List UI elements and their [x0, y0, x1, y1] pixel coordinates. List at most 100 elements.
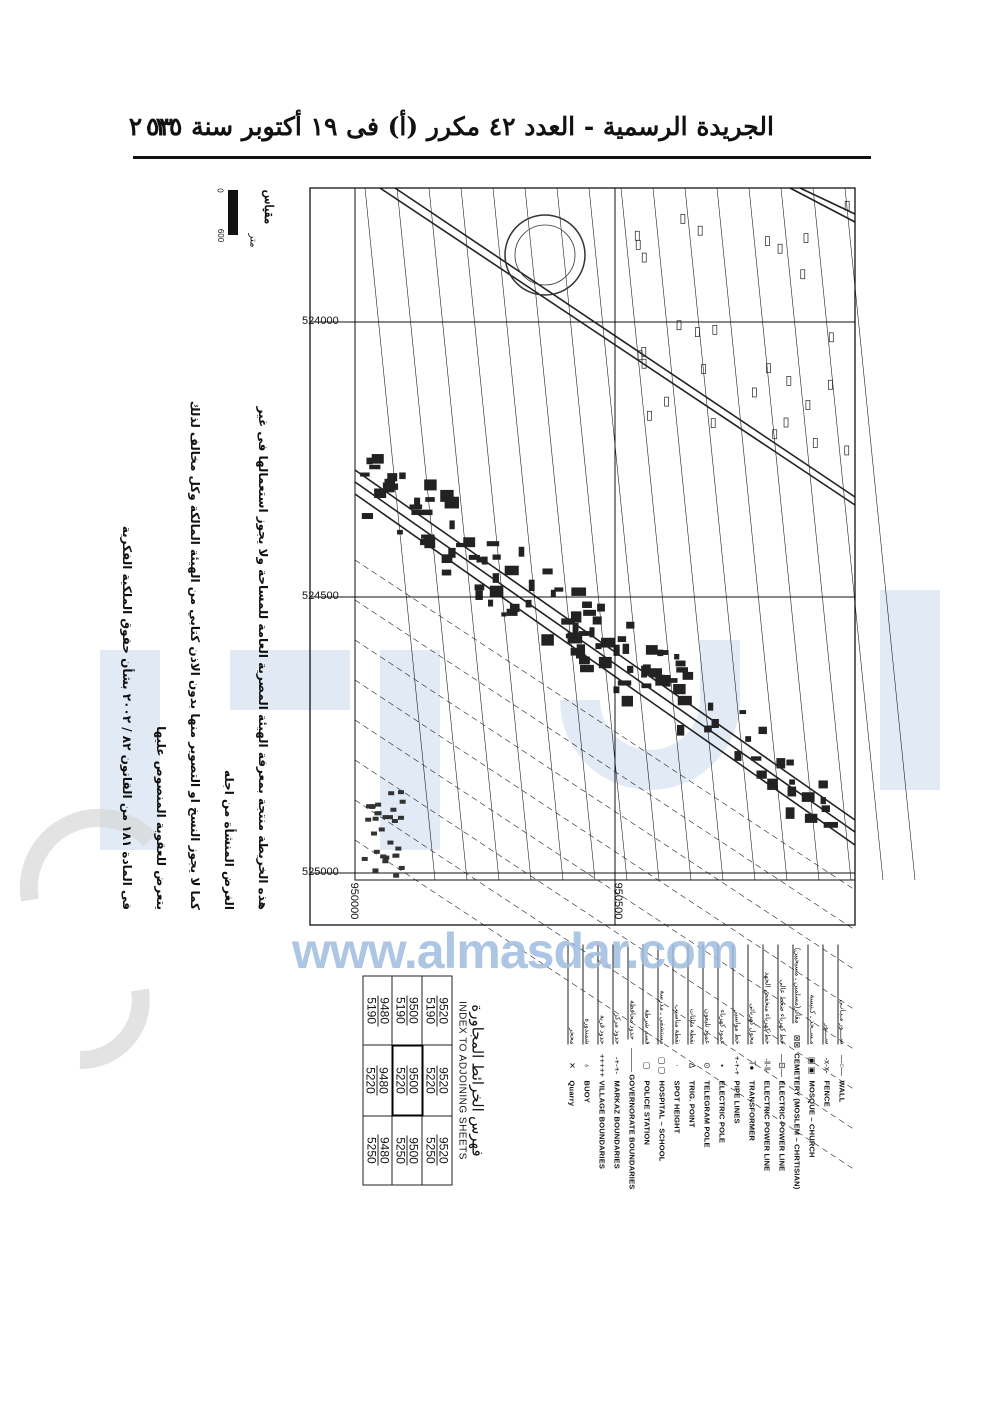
legend-symbol-icon: —○— — [837, 1055, 847, 1076]
legend-symbol-icon: · — [672, 1064, 682, 1067]
legend-label-en: CEMETERY (MOSLEM – CHRTISIAN) — [792, 1053, 802, 1190]
adjoining-sheets-index: فهرس الخرائط المجاورة INDEX TO ADJOINING… — [360, 976, 486, 1186]
legend-symbol-icon: ▣ ▣ — [807, 1056, 817, 1075]
legend-label-en: TRIG. POINT — [687, 1080, 697, 1128]
sheet-number-bottom: 5220 — [364, 1067, 378, 1094]
legend-label-ar: مقابر(مسلمين ـ مسيحيين) — [792, 944, 802, 1024]
legend-symbol-icon: ♁ — [582, 1062, 592, 1069]
header-divider — [133, 156, 871, 159]
legend-symbol-icon: -+-+- — [612, 1056, 622, 1075]
page-header-title: الجريدة الرسمية - العدد ٤٢ مكرر (أ) فى ١… — [128, 112, 774, 141]
legend-item: خط مواسير+-+-+PIPE LINES — [730, 944, 745, 1190]
legend-item: نقطة مناسيب·SPOT HEIGHT — [670, 944, 685, 1190]
legend-symbol-icon: ——— — [627, 1048, 637, 1073]
note-line: كما لا يجوز النسخ او التصوير منها بدون ا… — [154, 400, 202, 910]
legend-item: مـســجد ـ كـنيسة ▣ ▣ MOSQUE – CHURCH — [805, 944, 820, 1190]
legend-label-ar: ســــور مـبـانـى — [837, 944, 847, 1045]
legend-label-ar: محول كهربائى — [747, 944, 757, 1045]
legend-item: ســــور -x-x- FENCE — [820, 944, 835, 1190]
legend-symbol-icon: -x-x- — [822, 1057, 832, 1074]
legend-label-en: HOSPITAL – SCHOOL — [657, 1080, 667, 1162]
legend-symbol-icon: —⊟— — [777, 1054, 787, 1077]
legend-label-ar: خط كهرباء ضغط عالى — [777, 944, 787, 1045]
legend-item: خط كهرباء منخفض الجهد -‖-‖- ELECTRIC POWER… — [760, 944, 775, 1190]
legend-label-ar: مـســجد ـ كـنيسة — [807, 944, 817, 1045]
index-title-ar: فهرس الخرائط المجاورة — [468, 1004, 486, 1157]
sheet-number-top: 9520 — [436, 1134, 451, 1166]
legend-label-en: FENCE — [822, 1080, 832, 1107]
sheet-number-bottom: 5190 — [394, 997, 408, 1024]
sheet-number-top: 9500 — [407, 995, 421, 1026]
scale-min: 0 — [215, 188, 225, 193]
sheet-number-top: 9520 — [436, 995, 451, 1026]
legend-item: ســــور مـبـانـى —○— WALL — [835, 944, 850, 1190]
sheet-number-bottom: 5190 — [364, 997, 379, 1024]
map-copyright-notes: هذه الخريطة منتجة بمعرفة الهيئة المصرية … — [120, 390, 280, 910]
legend-label-en: BUOY — [582, 1080, 592, 1103]
legend-label-en: TELEGRAM POLE — [702, 1080, 712, 1148]
legend-symbol-icon: ⊙ — [702, 1062, 712, 1069]
legend-symbol-icon: +-+-+ — [732, 1055, 742, 1076]
stamp-seal — [504, 214, 586, 296]
sheet-number-bottom: 5250 — [394, 1137, 408, 1164]
legend-label-ar: ســــور — [822, 944, 832, 1045]
legend-symbol-icon: +++++ — [597, 1053, 607, 1078]
legend-label-en: GOVERNORATE BOUNDARIES — [627, 1074, 637, 1190]
legend-label-en: ELECTRIC POWER LINE — [777, 1080, 787, 1172]
legend-label-en: ELECTRIC POWER LINE — [762, 1080, 772, 1172]
legend-item: خط كهرباء ضغط عالى —⊟— ELECTRIC POWER LINE — [775, 944, 790, 1190]
scale-max: 600 — [216, 228, 226, 243]
legend-item: عمود تليفون⊙TELEGRAM POLE — [700, 944, 715, 1190]
legend-symbol-icon: -‖-‖- — [762, 1058, 772, 1073]
legend-label-en: PIPE LINES — [732, 1080, 742, 1124]
legend-item: حدود محافظة———GOVERNORATE BOUNDARIES — [625, 944, 640, 1190]
map-frame — [309, 187, 856, 926]
sheet-number-top: 9500 — [407, 1135, 421, 1166]
sheet-number-bottom: 5220 — [424, 1067, 438, 1094]
sheet-number-top: 9480 — [377, 1065, 391, 1096]
map-legend: ســــور مـبـانـى —○— WALL ســــور -x-x- FENCE… — [567, 944, 850, 1190]
coord-label-x: 950500 — [612, 882, 624, 920]
note-line: هذه الخريطة منتجة بمعرفة الهيئة المصرية … — [222, 406, 270, 910]
legend-label-en: POLICE STATION — [642, 1080, 652, 1146]
page-number: ٥٣ — [146, 112, 173, 141]
legend-item: مستشفى ـ مدرسة▢ ▢HOSPITAL – SCHOOL — [655, 944, 670, 1190]
legend-symbol-icon: ⊠⊠ — [792, 1034, 802, 1049]
sheet-number-bottom: 5250 — [364, 1136, 379, 1164]
scale-unit: متر — [247, 233, 259, 248]
sheet-number-top: 9480 — [377, 995, 392, 1026]
legend-symbol-icon: ▢ — [642, 1061, 652, 1070]
sheet-number-bottom: 5250 — [423, 1136, 438, 1164]
coord-label-y: 524000 — [302, 315, 339, 327]
legend-item: قسم شرطة▢POLICE STATION — [640, 944, 655, 1190]
legend-label-en: ELECTRIC POLE — [717, 1080, 727, 1144]
legend-label-en: MOSQUE – CHURCH — [807, 1080, 817, 1158]
legend-item: مقابر(مسلمين ـ مسيحيين) ⊠⊠ CEMETERY (MOSLE… — [790, 944, 805, 1190]
legend-symbol-icon: Δ — [687, 1062, 697, 1069]
legend-label-ar: خط كهرباء منخفض الجهد — [762, 944, 772, 1045]
legend-symbol-icon: ▢ ▢ — [657, 1056, 667, 1075]
legend-label-en: WALL — [837, 1080, 847, 1103]
legend-symbol-icon: • — [717, 1064, 727, 1067]
coord-label-y: 525000 — [302, 866, 339, 878]
legend-label-en: MARKAZ BOUNDARIES — [612, 1080, 622, 1169]
sheet-number-bottom: 5220 — [394, 1067, 408, 1094]
legend-item: حدود مركز-+-+-MARKAZ BOUNDARIES — [610, 944, 625, 1190]
map-neatline — [354, 187, 856, 881]
coord-label-x: 950000 — [348, 882, 360, 920]
